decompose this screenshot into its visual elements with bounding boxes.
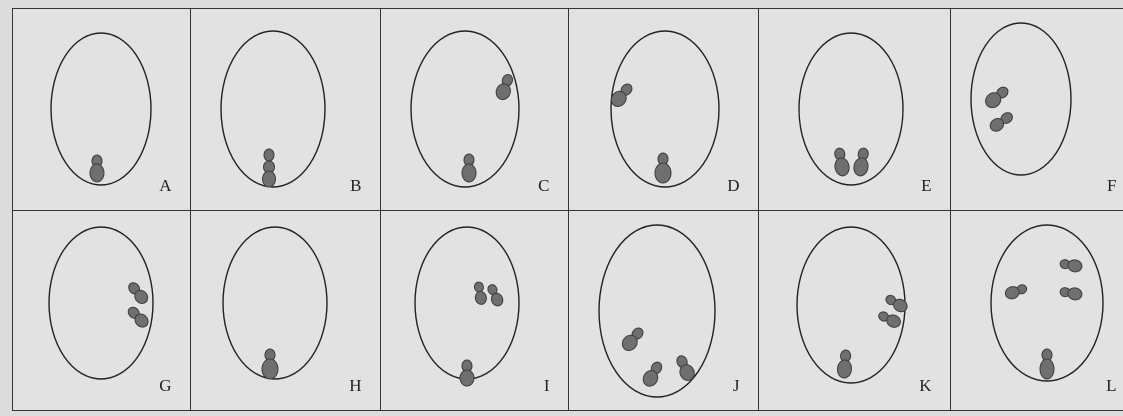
cell-label: J: [733, 376, 740, 396]
cell-label: K: [919, 376, 932, 396]
cell-h: H: [191, 211, 381, 411]
cell-l-diagram: [951, 211, 1123, 410]
cell-blob: [608, 81, 635, 110]
cell-label: A: [159, 176, 172, 196]
embryo-outline: [797, 227, 905, 383]
cell-label: L: [1106, 376, 1117, 396]
cell-blob: [263, 149, 276, 187]
cell-blob: [983, 83, 1012, 110]
cell-blob: [853, 147, 872, 177]
cell-blob: [494, 72, 516, 101]
cell-e: E: [759, 9, 951, 211]
cell-label: I: [544, 376, 550, 396]
cell-blob: [1040, 349, 1054, 379]
cell-d: D: [569, 9, 759, 211]
cell-blob: [473, 281, 488, 305]
cell-label: F: [1107, 176, 1117, 196]
cell-k: K: [759, 211, 951, 411]
panel-grid: A B C: [12, 8, 1123, 411]
cell-label: D: [727, 176, 740, 196]
cell-f-diagram: [951, 9, 1123, 210]
cell-j-diagram: [569, 211, 758, 410]
cell-label: B: [350, 176, 362, 196]
cell-blob: [125, 304, 150, 329]
cell-blob: [655, 153, 671, 183]
embryo-outline: [415, 227, 519, 379]
cell-b: B: [191, 9, 381, 211]
cell-blob: [462, 154, 476, 182]
cell-blob: [619, 325, 646, 354]
cell-i: I: [381, 211, 569, 411]
cell-f: F: [951, 9, 1123, 211]
cell-blob: [837, 349, 853, 378]
cell-label: G: [159, 376, 172, 396]
cell-blob: [1059, 285, 1083, 301]
cell-blob: [485, 283, 504, 308]
embryo-outline: [799, 33, 903, 185]
cell-blob: [90, 155, 104, 182]
cell-label: C: [538, 176, 550, 196]
cell-c: C: [381, 9, 569, 211]
cell-blob: [262, 349, 278, 379]
cell-blob: [988, 110, 1015, 134]
cell-blob: [1004, 282, 1029, 301]
cell-g: G: [13, 211, 191, 411]
cell-blob: [126, 280, 151, 306]
embryo-outline: [49, 227, 153, 379]
cell-label: H: [349, 376, 362, 396]
cell-blob: [876, 309, 902, 330]
cell-blob: [460, 360, 474, 386]
cell-blob: [1059, 257, 1083, 273]
cell-label: E: [921, 176, 932, 196]
cell-l: L: [951, 211, 1123, 411]
cell-a: A: [13, 9, 191, 211]
cell-i-diagram: [381, 211, 568, 410]
cell-blob: [640, 359, 665, 389]
cell-j: J: [569, 211, 759, 411]
cell-blob: [832, 147, 851, 177]
